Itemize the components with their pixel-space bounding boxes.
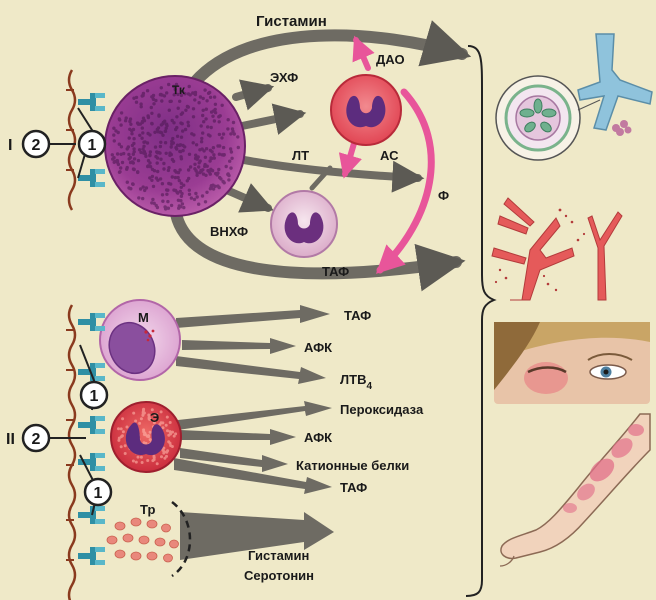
arrows-pink xyxy=(338,35,435,274)
label-ltb4-sub: 4 xyxy=(366,381,372,392)
monocyte-cell xyxy=(99,299,181,381)
bronchus-illustration xyxy=(495,33,653,161)
arrow-taf-e xyxy=(174,458,332,494)
arrow-taf-m xyxy=(176,305,330,328)
arrow-to-pale-neutrophil xyxy=(218,183,274,213)
label-cell-e: Э xyxy=(150,410,159,425)
arrow-ltb4-m xyxy=(176,356,326,384)
roman-numeral-1: I xyxy=(8,137,12,154)
label-f: Ф xyxy=(438,188,449,203)
label-dao: ДАО xyxy=(376,52,405,67)
membranes xyxy=(66,69,77,600)
membrane-bottom xyxy=(67,304,77,600)
num-2-top-text: 2 xyxy=(32,137,41,154)
num-1-low-text: 1 xyxy=(94,485,103,502)
platelet-boundary xyxy=(171,501,192,578)
pale-neutrophil-cell xyxy=(270,190,338,258)
num-circle-2-bottom: 2 xyxy=(21,423,51,453)
label-vnhf: ВНХФ xyxy=(210,224,248,239)
brace-top xyxy=(465,45,497,597)
eosinophil-cell xyxy=(110,401,182,473)
label-histamine-top: Гистамин xyxy=(256,13,327,30)
arrow-ecf xyxy=(232,79,275,111)
label-cell-m: М xyxy=(138,310,149,325)
label-cell-tk: Тк xyxy=(172,83,186,97)
label-afk-e: АФК xyxy=(304,430,332,445)
num-2-bottom-text: 2 xyxy=(32,431,41,448)
label-peroxidase: Пероксидаза xyxy=(340,402,424,417)
face-illustration xyxy=(494,322,650,404)
num-circle-1-mid: 1 xyxy=(79,380,109,410)
num-1-mid-text: 1 xyxy=(90,388,99,405)
neutrophil-cell xyxy=(330,74,402,146)
arrow-histamine-bottom xyxy=(180,512,334,560)
num-circle-1-top: 1 xyxy=(77,129,107,159)
arrow-dao xyxy=(352,35,375,71)
label-taf-m: ТАФ xyxy=(344,308,371,323)
arrow-afk-m xyxy=(182,338,296,354)
arrows-bottom xyxy=(174,305,334,560)
arrow-as xyxy=(338,137,362,179)
arrow-histamine-top xyxy=(189,20,472,88)
arrow-to-neutrophil xyxy=(238,103,307,135)
label-afk-m: АФК xyxy=(304,340,332,355)
num-circle-2-top: 2 xyxy=(21,129,51,159)
label-ltb4: ЛТВ4 xyxy=(340,372,372,392)
label-serotonin: Серотонин xyxy=(244,568,314,583)
label-ecf: ЭХФ xyxy=(270,70,298,85)
arrow-peroxidase xyxy=(178,401,332,430)
label-ltb4-main: ЛТВ xyxy=(340,372,366,387)
vessels-illustration xyxy=(491,197,623,301)
mast-cell xyxy=(104,75,246,217)
label-taf-top: ТАФ xyxy=(322,264,349,279)
receptors xyxy=(78,93,105,565)
vessels-dots xyxy=(494,208,586,292)
label-lt: ЛТ xyxy=(292,148,309,163)
platelets-group xyxy=(106,517,179,563)
num-1-top-text: 1 xyxy=(88,137,97,154)
arm-illustration xyxy=(499,413,651,567)
arrow-afk-e xyxy=(180,429,296,445)
label-as: АС xyxy=(380,148,399,163)
arrow-neutrophil-to-pale xyxy=(309,165,333,191)
num-circle-1-low: 1 xyxy=(83,477,113,507)
arrow-lt xyxy=(240,156,425,193)
roman-numeral-2: II xyxy=(6,431,15,448)
membrane-top xyxy=(67,69,77,211)
label-cell-tr: Тр xyxy=(140,502,155,517)
label-histamine-bottom: Гистамин xyxy=(248,548,309,563)
label-taf-e: ТАФ xyxy=(340,480,367,495)
label-cationic: Катионные белки xyxy=(296,458,409,473)
arrow-f xyxy=(375,88,435,274)
arrow-cationic xyxy=(180,448,288,472)
